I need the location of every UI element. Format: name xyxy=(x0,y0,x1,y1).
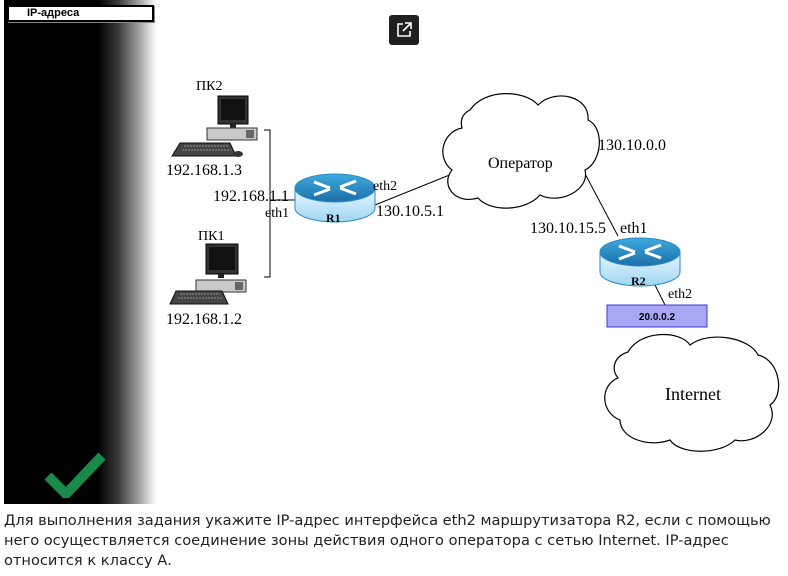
external-link-icon xyxy=(397,22,412,37)
left-panel xyxy=(4,0,156,504)
r1-eth2-ip: 130.10.5.1 xyxy=(376,203,444,220)
operator-name: Оператор xyxy=(488,155,553,172)
pc2-computer-icon xyxy=(171,95,258,157)
internet-name: Internet xyxy=(665,384,721,404)
operator-cloud xyxy=(442,93,600,209)
r1-eth1-label: eth1 xyxy=(265,206,289,221)
open-external-button[interactable] xyxy=(389,15,419,45)
r2-name: R2 xyxy=(631,274,646,288)
r1-eth1-ip: 192.168.1.1 xyxy=(213,188,289,205)
operator-network: 130.10.0.0 xyxy=(598,137,666,154)
pc2-ip: 192.168.1.3 xyxy=(166,162,242,179)
internet-cloud xyxy=(604,334,780,452)
pc1-ip: 192.168.1.2 xyxy=(166,311,242,328)
task-description: Для выполнения задания укажите IP-адрес … xyxy=(4,512,771,569)
r1-router-icon xyxy=(294,173,376,223)
pc1-name: ПК1 xyxy=(198,229,224,244)
r1-name: R1 xyxy=(326,211,341,225)
r1-eth2-label: eth2 xyxy=(373,179,397,194)
check-icon xyxy=(44,452,106,498)
connection-lines xyxy=(264,129,666,306)
pc1-computer-icon xyxy=(169,243,247,305)
network-diagram: ПК2 192.168.1.3 ПК1 192.168.1.2 R1 192.1… xyxy=(166,79,780,452)
pc2-name: ПК2 xyxy=(196,79,222,94)
r2-router-icon xyxy=(599,237,681,287)
answer-field-label[interactable]: IP-адреса xyxy=(7,5,154,22)
r2-eth1-ip: 130.10.15.5 xyxy=(530,220,606,237)
r2-eth1-label: eth1 xyxy=(620,220,648,237)
r2-eth2-ip: 20.0.0.2 xyxy=(639,312,676,323)
r2-eth2-answer-box xyxy=(606,304,708,328)
r2-eth2-label: eth2 xyxy=(668,287,692,302)
